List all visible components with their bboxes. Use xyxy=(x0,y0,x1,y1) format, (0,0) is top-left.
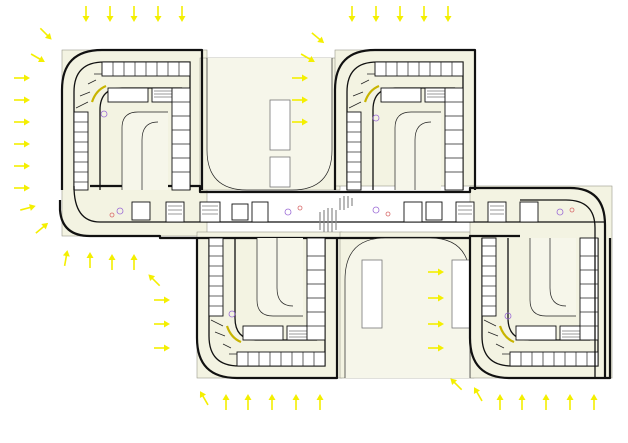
wind-arrow-icon xyxy=(35,222,49,234)
wind-arrow-icon xyxy=(222,394,230,410)
wind-arrow-icon xyxy=(154,296,170,304)
wind-arrow-icon xyxy=(316,394,324,410)
wind-arrow-icon xyxy=(62,250,70,267)
wind-arrow-icon xyxy=(590,394,598,410)
wind-arrow-icon xyxy=(244,394,252,410)
upper-courtyard xyxy=(206,58,333,191)
wind-arrow-icon xyxy=(268,394,276,410)
wind-arrow-icon xyxy=(311,32,325,44)
wind-arrow-icon xyxy=(14,140,30,148)
wind-arrow-icon xyxy=(292,74,308,82)
wind-arrow-icon xyxy=(130,254,138,270)
wind-arrow-icon xyxy=(106,6,114,22)
wind-arrow-icon xyxy=(14,184,30,192)
wind-arrow-icon xyxy=(496,394,504,410)
wind-arrow-icon xyxy=(14,74,30,82)
corridor-cores xyxy=(131,196,539,232)
wind-arrow-icon xyxy=(372,6,380,22)
wind-arrow-icon xyxy=(108,254,116,270)
wind-arrow-icon xyxy=(428,294,444,302)
wind-arrow-icon xyxy=(154,6,162,22)
wind-arrow-icon xyxy=(348,6,356,22)
wind-arrow-icon xyxy=(473,387,483,402)
wind-arrow-icon xyxy=(154,344,170,352)
wind-arrows xyxy=(14,6,598,410)
wind-arrow-icon xyxy=(428,320,444,328)
courtyard-pond-2 xyxy=(269,156,291,188)
wind-arrow-icon xyxy=(450,378,463,391)
wind-arrow-icon xyxy=(292,394,300,410)
wind-arrow-icon xyxy=(300,53,315,63)
trees-markers xyxy=(100,110,575,320)
wind-arrow-icon xyxy=(130,6,138,22)
wind-arrow-icon xyxy=(444,6,452,22)
wind-arrow-icon xyxy=(82,6,90,22)
lower-courtyard xyxy=(344,237,471,378)
wind-arrow-icon xyxy=(178,6,186,22)
wind-arrow-icon xyxy=(428,344,444,352)
wind-arrow-icon xyxy=(396,6,404,22)
wind-arrow-icon xyxy=(14,118,30,126)
courtyard-pond xyxy=(269,99,291,151)
wind-arrow-icon xyxy=(292,118,308,126)
wind-arrow-icon xyxy=(14,96,30,104)
wind-arrow-icon xyxy=(148,274,161,287)
wind-arrow-icon xyxy=(420,6,428,22)
wind-arrow-icon xyxy=(154,320,170,328)
wing-east-extension xyxy=(520,186,607,378)
wind-arrow-icon xyxy=(518,394,526,410)
wind-arrow-icon xyxy=(14,162,30,170)
wind-arrow-icon xyxy=(428,268,444,276)
wind-arrow-icon xyxy=(542,394,550,410)
wind-arrow-icon xyxy=(199,391,209,406)
wind-arrow-icon xyxy=(39,27,52,40)
courtyard-pond-4 xyxy=(451,259,471,329)
wind-arrow-icon xyxy=(20,204,36,211)
wind-arrow-icon xyxy=(566,394,574,410)
courtyard-pond-3 xyxy=(361,259,383,329)
wind-arrow-icon xyxy=(86,252,94,268)
wind-arrow-icon xyxy=(292,96,308,104)
wind-arrow-icon xyxy=(30,53,45,63)
wing-west-curve xyxy=(73,185,101,223)
